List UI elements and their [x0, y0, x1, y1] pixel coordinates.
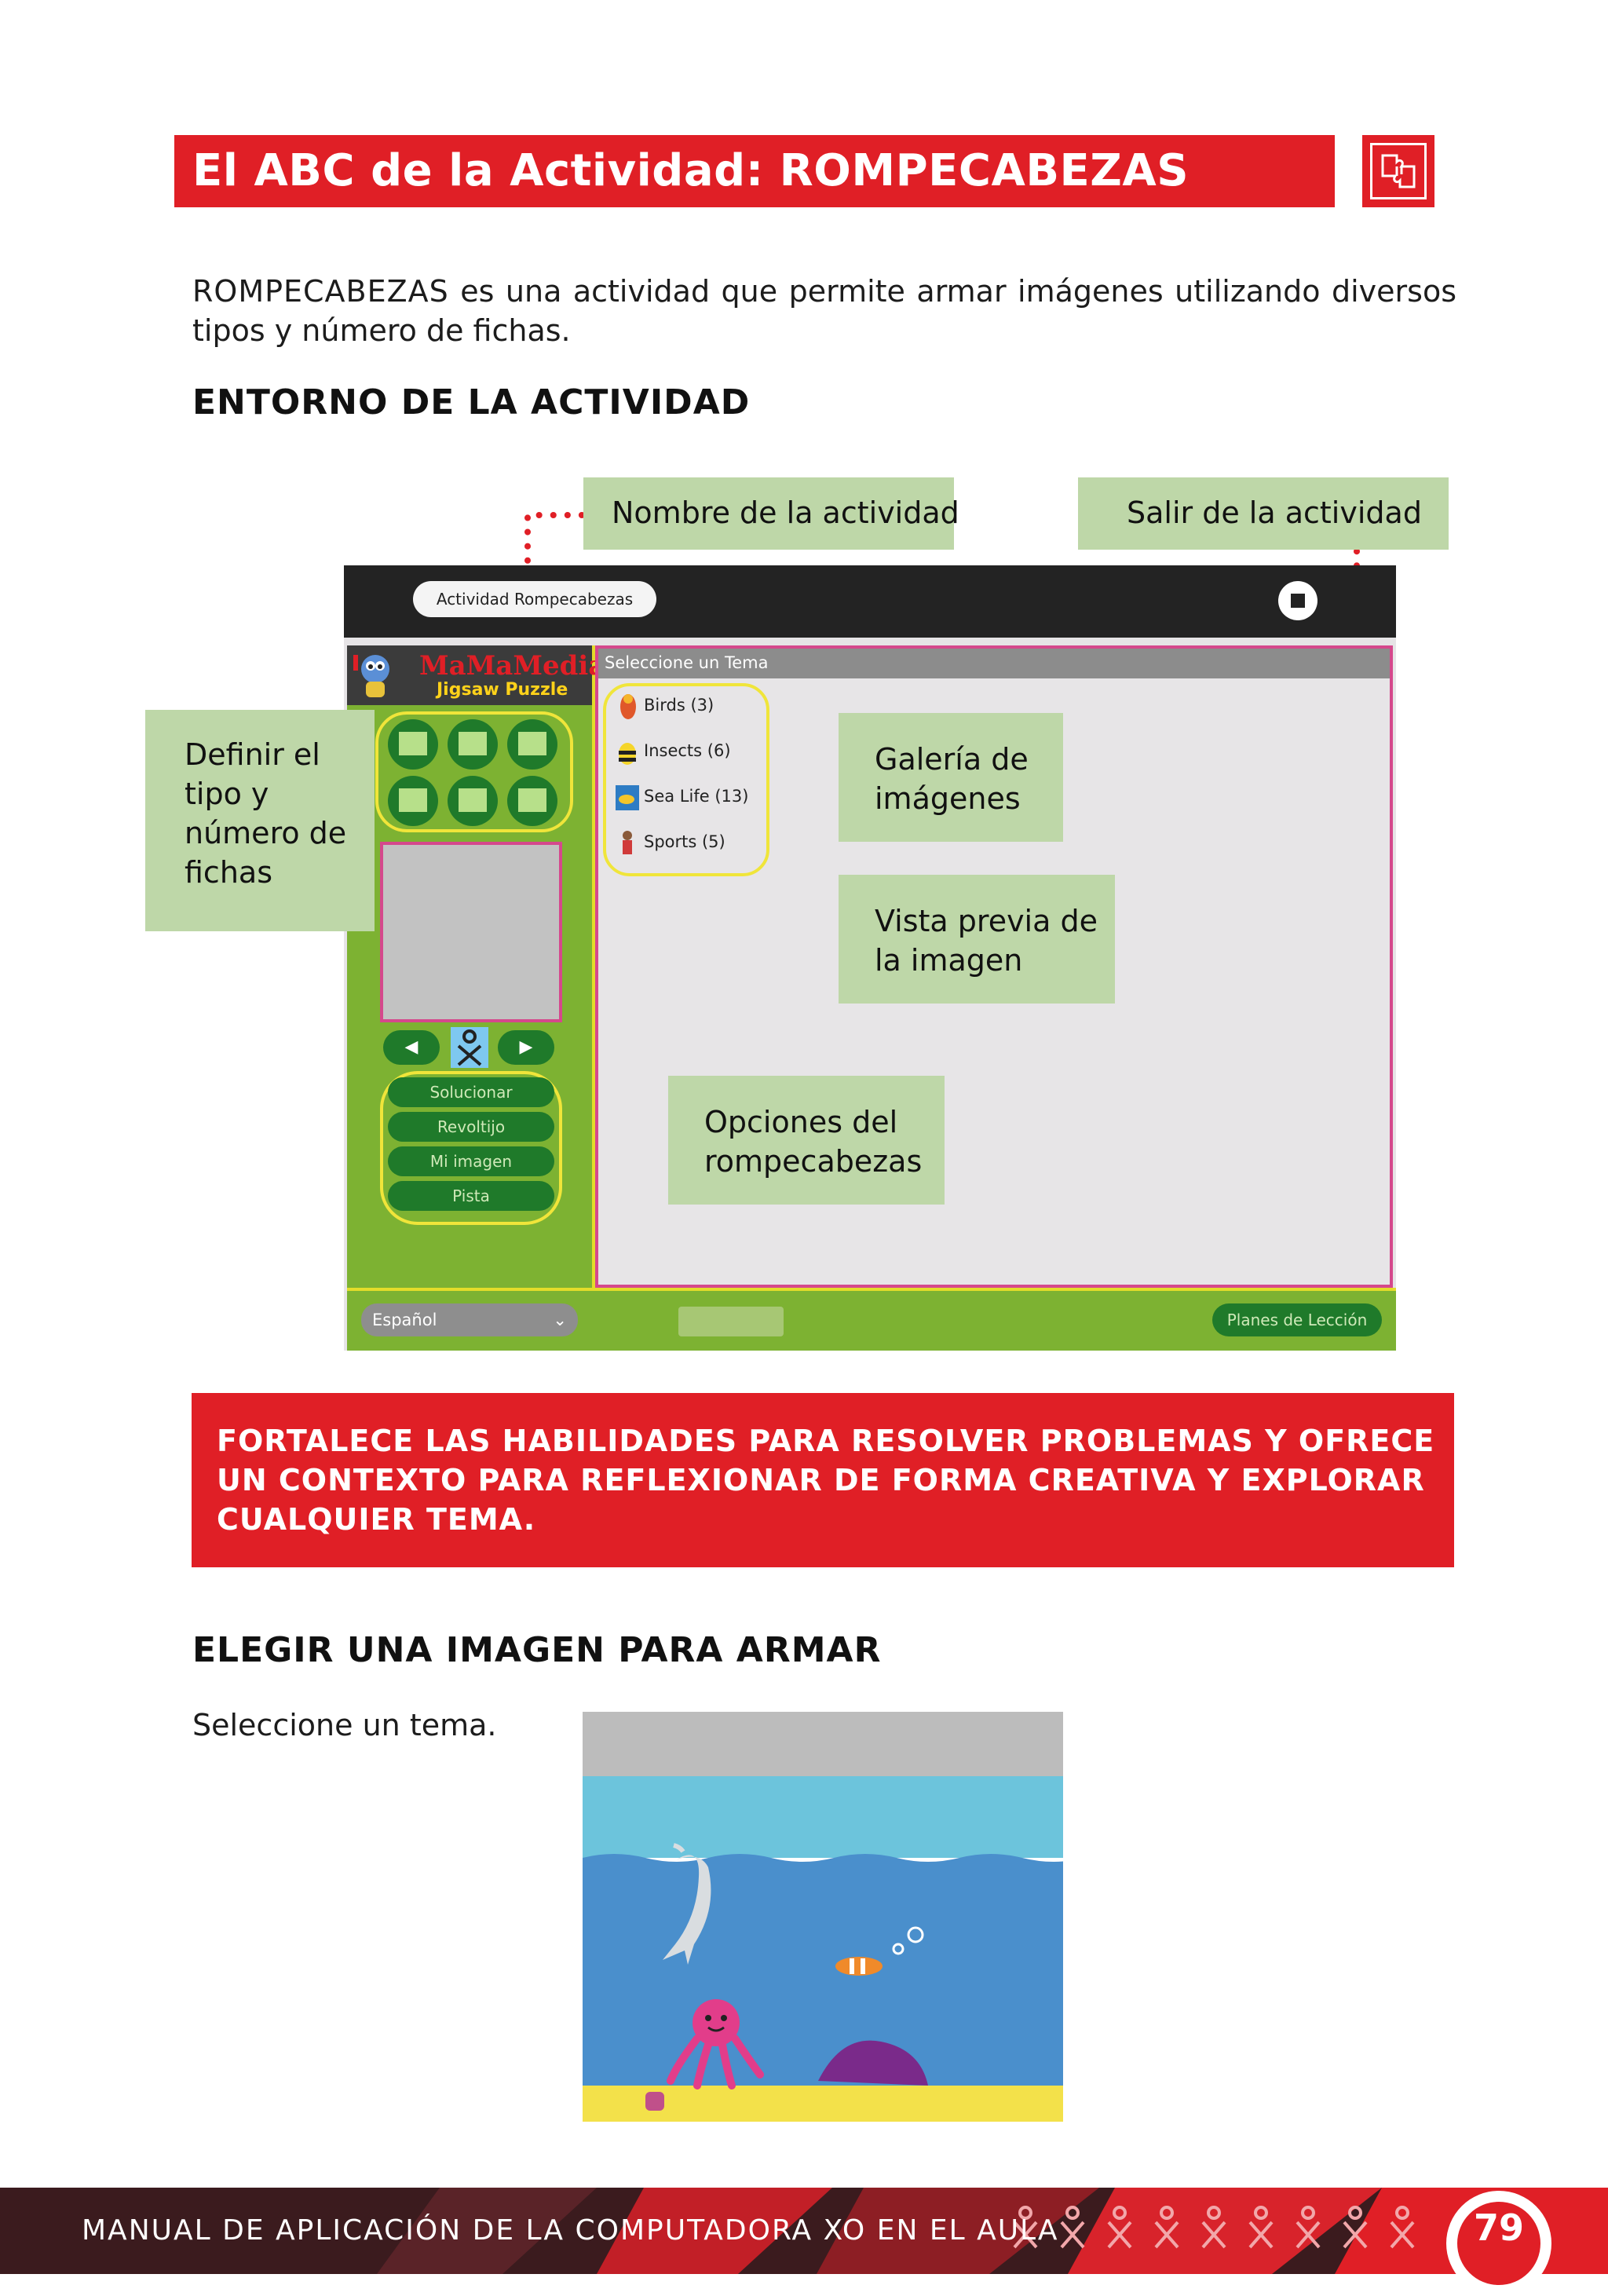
- arrow-right-icon: ▶: [519, 1037, 533, 1057]
- theme-birds[interactable]: Birds (3): [644, 696, 714, 715]
- piece-type-jigsaw-button[interactable]: [507, 719, 557, 770]
- page-title: El ABC de la Actividad: ROMPECABEZAS: [192, 145, 1190, 196]
- callout-image-gallery: Galería de imágenes: [839, 713, 1063, 842]
- info-box-text: FORTALECE LAS HABILIDADES PARA RESOLVER …: [217, 1424, 1435, 1537]
- info-box: [192, 1393, 1454, 1567]
- puzzle-badge: [1362, 135, 1434, 207]
- language-value: Español: [372, 1311, 437, 1329]
- piece-type-selector: [375, 711, 573, 832]
- connector-name: [524, 512, 585, 586]
- image-preview: [380, 842, 562, 1022]
- title-banner: [174, 135, 1335, 207]
- callout-activity-name: Nombre de la actividad: [583, 477, 959, 550]
- intro-text: es una actividad que permite armar imáge…: [192, 274, 1456, 348]
- theme-sea-life[interactable]: Sea Life (13): [644, 787, 749, 806]
- theme-insects[interactable]: Insects (6): [644, 741, 731, 760]
- theme-sports[interactable]: Sports (5): [644, 832, 725, 851]
- callout-image-preview: Vista previa de la imagen: [839, 875, 1115, 1004]
- instruction-text: Seleccione un tema.: [192, 1708, 497, 1742]
- piece-type-square-button[interactable]: [388, 719, 438, 770]
- callout-define-pieces: Definir el tipo y número de fichas: [145, 710, 375, 931]
- puzzle-icon: [1381, 154, 1416, 188]
- previous-button[interactable]: ◀: [383, 1030, 440, 1065]
- piece-type-tab-button[interactable]: [448, 719, 498, 770]
- activity-name: ROMPECABEZAS: [192, 274, 449, 309]
- chevron-down-icon: ⌄: [553, 1311, 567, 1329]
- stop-button[interactable]: [1278, 581, 1317, 620]
- logo-title: MaMaMedia: [419, 650, 606, 682]
- piece-count-large-button[interactable]: [507, 776, 557, 826]
- logo-subtitle: Jigsaw Puzzle: [437, 680, 568, 700]
- next-button[interactable]: ▶: [498, 1030, 554, 1065]
- theme-gallery: [603, 683, 769, 876]
- piece-count-medium-button[interactable]: [448, 776, 498, 826]
- my-image-button[interactable]: Mi imagen: [388, 1146, 554, 1176]
- piece-count-small-button[interactable]: [388, 776, 438, 826]
- parrot-icon: [620, 694, 636, 719]
- page-number: 79: [1473, 2206, 1524, 2249]
- xo-user-icon: [451, 1027, 488, 1068]
- callout-puzzle-options: Opciones del rompecabezas: [668, 1076, 945, 1205]
- hint-button[interactable]: Pista: [388, 1181, 554, 1211]
- section-heading-environment: ENTORNO DE LA ACTIVIDAD: [192, 382, 751, 422]
- fish-icon: [616, 785, 639, 810]
- theme-header-label: Seleccione un Tema: [605, 653, 769, 672]
- page-number-circle: [1457, 2202, 1540, 2285]
- puzzle-options-group: [380, 1071, 562, 1225]
- intro-paragraph: ROMPECABEZAS es una actividad que permit…: [192, 272, 1456, 350]
- activity-title-field[interactable]: Actividad Rompecabezas: [413, 581, 656, 617]
- language-select[interactable]: Español ⌄: [361, 1303, 578, 1336]
- footer-title: MANUAL DE APLICACIÓN DE LA COMPUTADORA X…: [82, 2214, 1059, 2247]
- theme-header: [598, 649, 1390, 678]
- sports-icon: [623, 831, 632, 854]
- bee-icon: [619, 743, 636, 765]
- footer: [0, 2188, 1608, 2274]
- zoom-field[interactable]: [678, 1307, 784, 1336]
- lesson-plans-button[interactable]: Planes de Lección: [1212, 1303, 1382, 1336]
- solve-button[interactable]: Solucionar: [388, 1077, 554, 1107]
- arrow-left-icon: ◀: [404, 1037, 418, 1057]
- section-heading-choose-image: ELEGIR UNA IMAGEN PARA ARMAR: [192, 1630, 882, 1670]
- callout-exit-activity: Salir de la actividad: [1078, 477, 1449, 550]
- sea-life-image: [583, 1712, 1063, 2122]
- mascot-icon: [353, 655, 389, 697]
- stop-icon: [1291, 594, 1305, 608]
- shuffle-button[interactable]: Revoltijo: [388, 1112, 554, 1142]
